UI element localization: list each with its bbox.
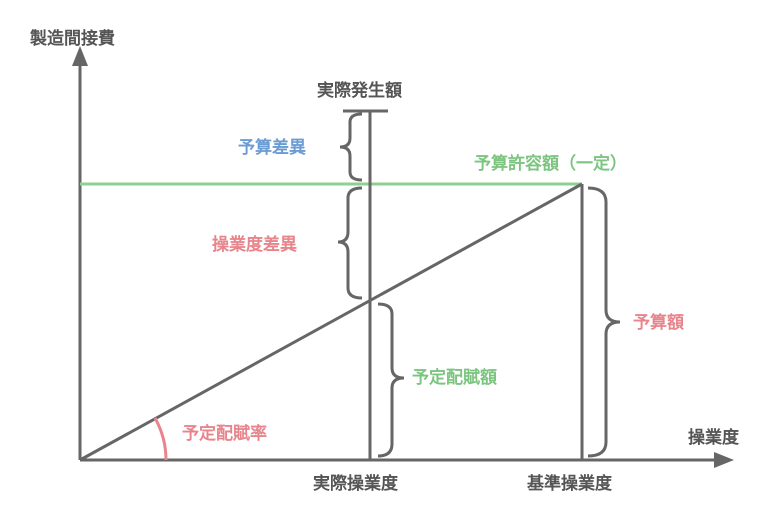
actual-cost-label: 実際発生額 — [317, 81, 402, 101]
budget-amount-brace — [587, 186, 621, 458]
y-axis-arrow — [72, 46, 88, 66]
volume-variance-label: 操業度差異 — [212, 235, 297, 255]
actual-volume-label: 実際操業度 — [313, 474, 398, 494]
x-axis-label: 操業度 — [688, 428, 739, 448]
budget-variance-label: 予算差異 — [238, 138, 306, 158]
applied-rate-label: 予定配賦率 — [182, 424, 267, 444]
budget-variance-brace — [339, 112, 363, 182]
standard-volume-label: 基準操業度 — [527, 474, 612, 494]
applied-rate-arc — [153, 417, 168, 461]
applied-amount-label: 予定配賦額 — [412, 368, 497, 388]
applied-overhead-line — [79, 182, 583, 462]
allowed-budget-label: 予算許容額（一定） — [474, 154, 627, 174]
y-axis-label: 製造間接費 — [30, 29, 115, 49]
applied-amount-brace — [377, 302, 405, 458]
volume-variance-brace — [337, 186, 363, 300]
x-axis-arrow — [714, 452, 734, 468]
budget-amount-label: 予算額 — [633, 313, 684, 333]
